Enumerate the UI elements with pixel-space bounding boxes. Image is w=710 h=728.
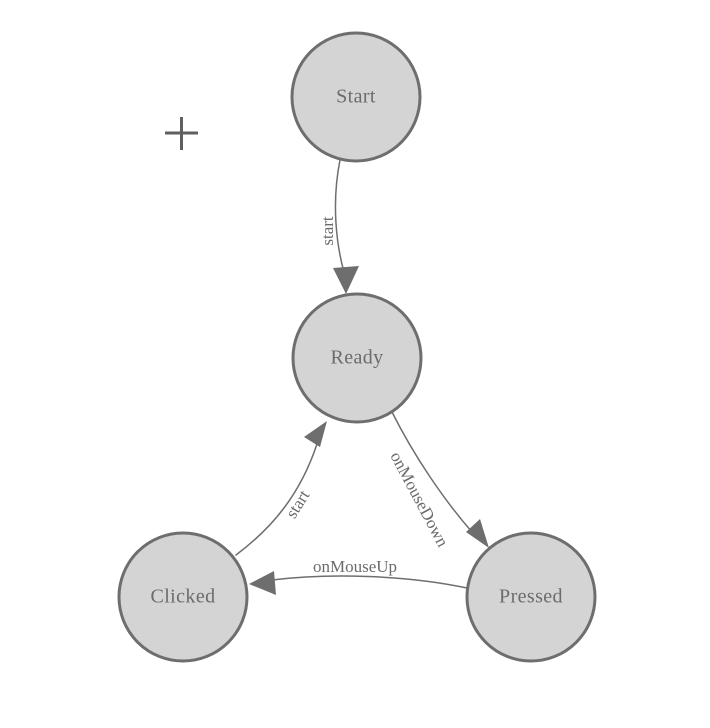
arrowhead-ready-to-pressed [466,519,489,548]
edge-label-clicked-to-ready: start [282,486,314,521]
node-circle-start[interactable] [290,31,422,163]
node-circle-pressed[interactable] [465,531,597,663]
node-label-pressed: Pressed [499,586,563,608]
edge-label-ready-to-pressed: onMouseDown [386,449,452,551]
node-ready[interactable]: Ready [291,292,423,424]
edge-label-pressed-to-clicked: onMouseUp [313,557,397,576]
edge-ready-to-pressed[interactable]: onMouseDown [386,411,489,551]
edge-label-start-to-ready: start [318,216,337,246]
edge-pressed-to-clicked[interactable]: onMouseUp [249,557,468,595]
edge-path-pressed-to-clicked[interactable] [271,575,468,589]
node-clicked[interactable]: Clicked [117,531,249,663]
plus-crosshair-icon[interactable] [165,117,198,150]
node-circle-clicked[interactable] [117,531,249,663]
arrowhead-clicked-to-ready [304,421,327,447]
edge-path-start-to-ready[interactable] [334,159,345,273]
edge-clicked-to-ready[interactable]: start [235,421,327,556]
node-start[interactable]: Start [290,31,422,163]
node-label-ready: Ready [330,347,383,369]
node-pressed[interactable]: Pressed [465,531,597,663]
arrowhead-start-to-ready [333,266,359,294]
arrowhead-pressed-to-clicked [249,571,276,595]
node-label-start: Start [336,86,376,108]
edge-start-to-ready[interactable]: start [318,159,359,294]
edge-path-ready-to-pressed[interactable] [391,411,473,533]
edge-path-clicked-to-ready[interactable] [235,443,318,556]
node-label-clicked: Clicked [150,586,215,608]
node-circle-ready[interactable] [291,292,423,424]
